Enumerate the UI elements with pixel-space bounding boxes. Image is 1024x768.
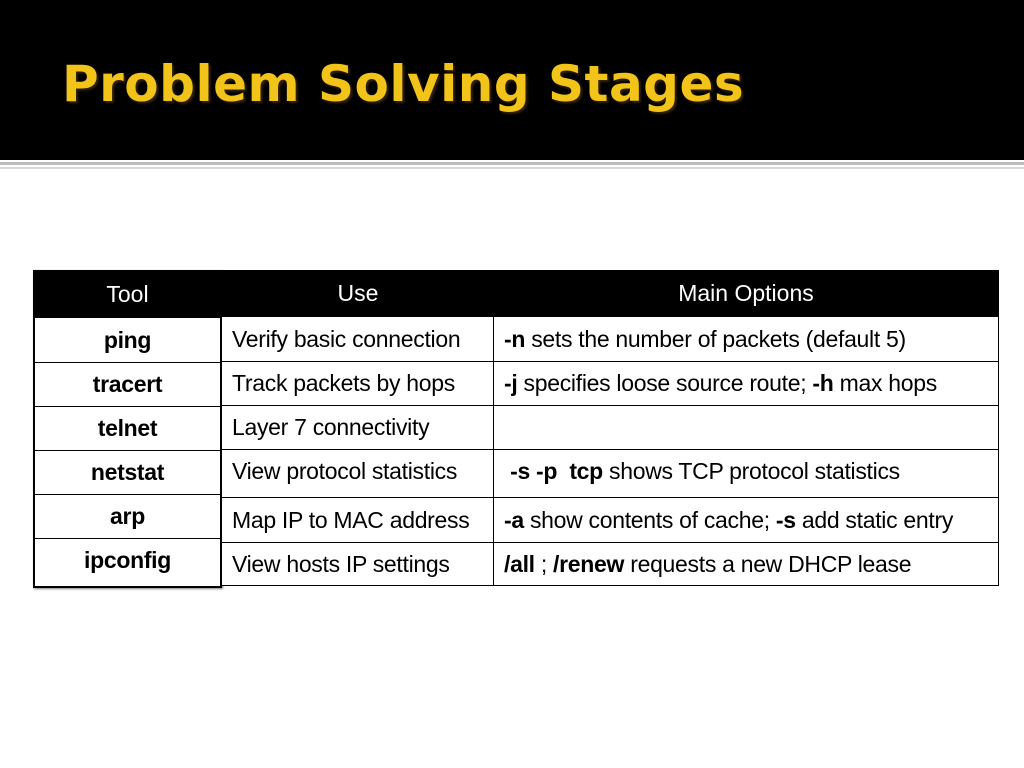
option-description: requests a new DHCP lease	[624, 550, 912, 577]
options-cell	[494, 406, 998, 449]
option-flag: /renew	[553, 550, 625, 577]
use-cell: View hosts IP settings	[222, 543, 494, 585]
table-row: View hosts IP settings /all ; /renew req…	[222, 542, 998, 585]
divider-line	[0, 162, 1024, 165]
option-description: shows TCP protocol statistics	[602, 458, 900, 484]
use-cell: Track packets by hops	[222, 362, 494, 405]
use-cell: View protocol statistics	[222, 450, 494, 497]
options-cell: -a show contents of cache; -s add static…	[494, 498, 998, 542]
use-cell: Verify basic connection	[222, 317, 494, 361]
option-flag: -n	[504, 325, 526, 352]
option-flag: -j	[504, 370, 518, 396]
tool-cell-ping: ping	[35, 317, 220, 362]
tool-column-table: Tool ping tracert telnet netstat arp ipc…	[33, 270, 222, 588]
options-cell: -n sets the number of packets (default 5…	[494, 317, 998, 361]
tool-cell-tracert: tracert	[35, 362, 220, 406]
tool-cell-ipconfig: ipconfig	[35, 538, 220, 586]
table-row: Map IP to MAC address -a show contents o…	[222, 497, 998, 542]
tool-cell-arp: arp	[35, 494, 220, 538]
option-flag: -h	[812, 370, 834, 396]
option-description: max hops	[833, 370, 938, 396]
use-cell: Layer 7 connectivity	[222, 406, 494, 449]
option-description: sets the number of packets (default 5)	[525, 325, 906, 352]
table-row: Layer 7 connectivity	[222, 405, 998, 449]
tool-cell-netstat: netstat	[35, 450, 220, 494]
use-column-header: Use	[337, 280, 379, 306]
title-band: Problem Solving Stages	[0, 0, 1024, 160]
option-description: specifies loose source route;	[517, 370, 813, 396]
use-options-table: Use Main Options Verify basic connection…	[222, 270, 999, 586]
option-flag: -s -p tcp	[504, 458, 603, 484]
option-description: show contents of cache;	[523, 506, 776, 533]
options-cell: -j specifies loose source route; -h max …	[494, 362, 998, 405]
slide-title: Problem Solving Stages	[62, 55, 745, 113]
options-cell: -s -p tcp shows TCP protocol statistics	[494, 450, 998, 497]
tool-column-header: Tool	[35, 272, 220, 317]
table-row: View protocol statistics -s -p tcp shows…	[222, 449, 998, 497]
options-cell: /all ; /renew requests a new DHCP lease	[494, 543, 998, 585]
options-column-header: Main Options	[678, 280, 814, 306]
option-flag: -s	[775, 506, 796, 533]
option-description: add static entry	[795, 506, 954, 533]
table-row: Verify basic connection -n sets the numb…	[222, 316, 998, 361]
option-flag: /all	[504, 550, 535, 577]
tool-cell-telnet: telnet	[35, 406, 220, 450]
option-description: ;	[534, 550, 554, 577]
option-flag: -a	[504, 506, 524, 533]
use-cell: Map IP to MAC address	[222, 498, 494, 542]
divider-line-secondary	[0, 167, 1024, 169]
table-row: Track packets by hops -j specifies loose…	[222, 361, 998, 405]
use-options-header-row: Use Main Options	[222, 271, 998, 316]
